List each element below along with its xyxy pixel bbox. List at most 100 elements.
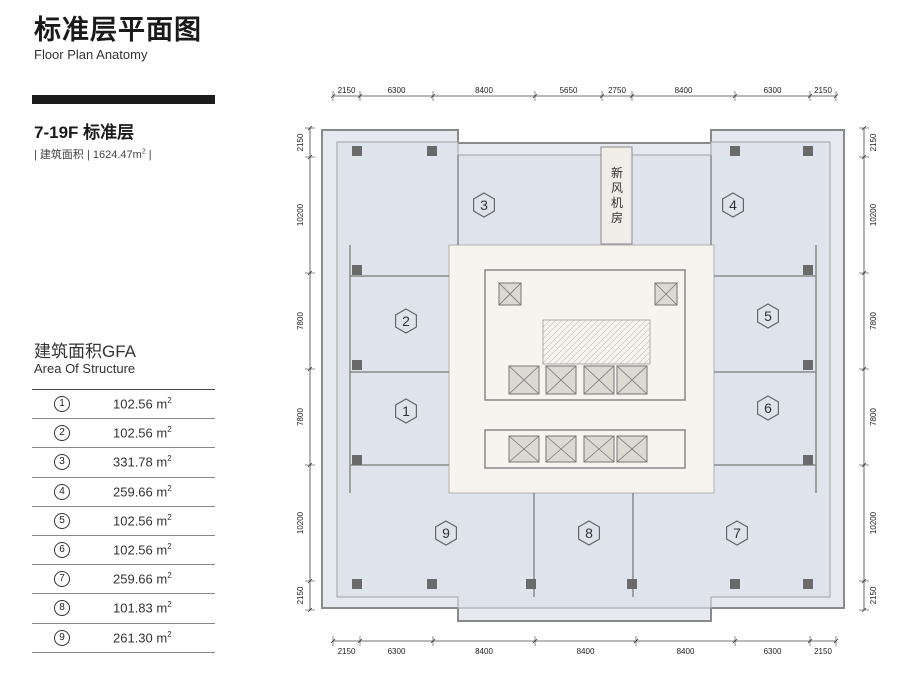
column <box>803 455 813 465</box>
room-number: 1 <box>402 403 410 419</box>
room-hexagon <box>435 520 457 546</box>
dimension-left-label: 10200 <box>296 511 305 534</box>
stair-hatch <box>542 319 651 365</box>
room-hexagon <box>725 520 749 546</box>
room-number: 9 <box>442 525 450 541</box>
partition-walls <box>349 155 817 597</box>
dimension-bottom-label: 8400 <box>475 647 493 656</box>
gfa-row-value-text: 102.56 m <box>113 542 168 558</box>
column <box>427 579 437 589</box>
column <box>427 146 437 156</box>
gfa-row-sup: 2 <box>167 600 172 610</box>
gfa-row-number: 2 <box>54 425 70 442</box>
page-subtitle: Floor Plan Anatomy <box>34 47 148 62</box>
floor-area-label: 建筑面积 <box>39 149 84 161</box>
floor-area-value: 1624.47m <box>92 149 142 161</box>
dimension-bottom-label: 6300 <box>388 647 406 656</box>
floor-area-sup: 2 <box>141 148 146 156</box>
dimensions-bottom: 2150 6300 8400 8400 8400 6300 2150 <box>330 636 839 656</box>
column <box>730 579 740 589</box>
room-number: 5 <box>764 308 772 324</box>
divider-bar <box>32 95 215 104</box>
column <box>803 579 813 589</box>
column <box>352 265 362 275</box>
dimension-top-label: 2750 <box>608 86 626 95</box>
gfa-row-value-text: 261.30 m <box>113 629 168 645</box>
dimension-top-label: 5650 <box>560 86 578 95</box>
dimension-top-label: 8400 <box>675 86 693 95</box>
column <box>526 579 536 589</box>
gfa-row-sup: 2 <box>167 396 172 405</box>
gfa-row-sup: 2 <box>167 571 172 581</box>
dimension-bottom-label: 2150 <box>814 647 832 656</box>
dimension-right-label: 10200 <box>869 203 878 226</box>
dimension-top-label: 2150 <box>814 86 832 95</box>
room-hexagon <box>395 398 417 424</box>
gfa-row-value-text: 259.66 m <box>113 571 168 587</box>
gfa-row-value: 102.56 m2 <box>113 542 172 557</box>
core-zone <box>448 244 715 494</box>
gfa-title: 建筑面积GFA <box>34 342 137 361</box>
gfa-row: 8 101.83 m2 <box>32 594 215 624</box>
dimension-top-label: 2150 <box>338 86 356 95</box>
dimension-bottom-label: 6300 <box>764 647 782 656</box>
gfa-row-value: 101.83 m2 <box>113 600 172 615</box>
gfa-row-value-text: 331.78 m <box>113 454 168 470</box>
gfa-row-number: 1 <box>54 396 70 412</box>
elevator-group <box>498 282 678 463</box>
room-number: 3 <box>480 197 488 213</box>
column <box>730 146 740 156</box>
room-number: 7 <box>733 525 741 541</box>
gfa-row-value-text: 259.66 m <box>113 483 168 499</box>
dimension-top-label: 6300 <box>764 86 782 95</box>
gfa-row-value-text: 102.56 m <box>113 425 168 441</box>
dimension-left-label: 10200 <box>296 203 305 226</box>
dimension-right-label: 2150 <box>869 586 878 604</box>
gfa-row-value-text: 102.56 m <box>113 513 168 529</box>
dimension-bottom-label: 2150 <box>338 647 356 656</box>
gfa-row-sup: 2 <box>167 425 172 435</box>
gfa-row-sup: 2 <box>167 483 172 493</box>
dimension-right-label: 7800 <box>869 408 878 426</box>
dimension-top-label: 6300 <box>388 86 406 95</box>
gfa-row: 5 102.56 m2 <box>32 507 215 536</box>
gfa-row-value: 261.30 m2 <box>113 630 172 645</box>
column <box>352 360 362 370</box>
ventilation-room-char: 风 <box>611 181 623 195</box>
gfa-row-value-text: 101.83 m <box>113 600 168 616</box>
room-hexagon <box>473 192 495 218</box>
core-lower-block <box>484 429 686 469</box>
ventilation-room <box>600 146 633 245</box>
dimension-left-label: 7800 <box>296 312 305 330</box>
gfa-row-sup: 2 <box>167 454 172 464</box>
room-number: 8 <box>585 525 593 541</box>
dimension-bottom-label: 8400 <box>577 647 595 656</box>
gfa-row-value: 259.66 m2 <box>113 484 172 499</box>
gfa-row-number: 8 <box>54 600 70 617</box>
room-number: 6 <box>764 400 772 416</box>
dimension-left-label: 7800 <box>296 408 305 426</box>
gfa-row-value: 102.56 m2 <box>113 513 172 528</box>
gfa-row-number: 5 <box>54 512 70 529</box>
dimension-bottom-label: 8400 <box>677 647 695 656</box>
floor-area: | 建筑面积 | 1624.47m2 | <box>34 148 152 161</box>
column <box>352 455 362 465</box>
page-title: 标准层平面图 <box>34 15 202 45</box>
room-hexagon <box>756 395 780 421</box>
core-upper-block <box>484 269 686 401</box>
column <box>352 146 362 156</box>
